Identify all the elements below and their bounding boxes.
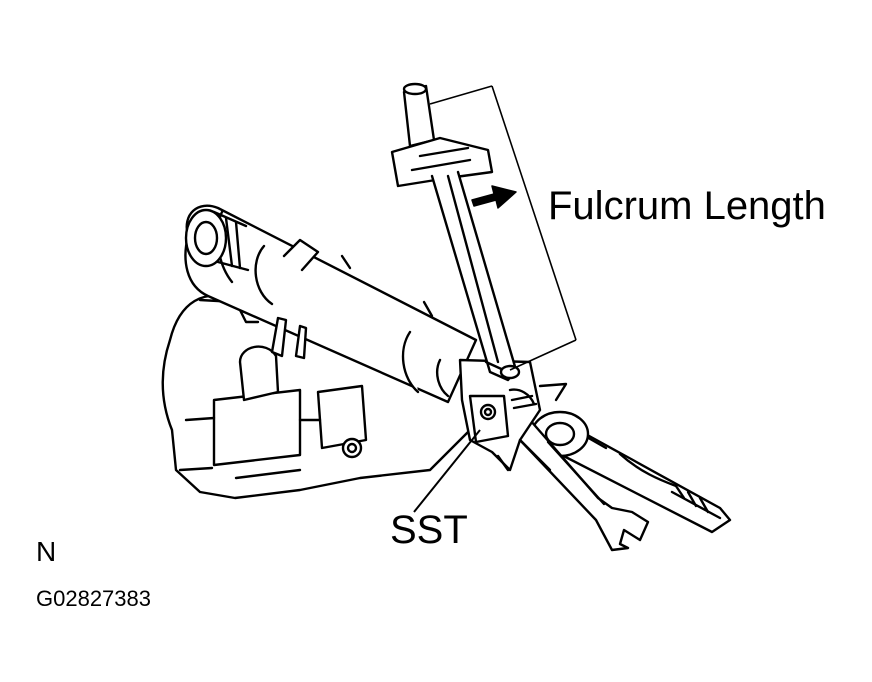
- figure-code-label: G02827383: [36, 586, 151, 611]
- gear-housing: [161, 294, 472, 500]
- torque-wrench: [390, 82, 521, 382]
- corner-mark-label: N: [36, 536, 57, 567]
- sst-label: SST: [390, 508, 468, 552]
- wrench: [518, 418, 650, 552]
- special-service-tool: [458, 358, 568, 472]
- fulcrum-length-dimension: [429, 85, 577, 371]
- tie-rod: [530, 410, 732, 534]
- spline-end: [184, 208, 250, 272]
- force-arrow-icon: [471, 185, 517, 209]
- fulcrum-length-label: Fulcrum Length: [548, 184, 826, 228]
- sst-leader-line: [413, 429, 481, 513]
